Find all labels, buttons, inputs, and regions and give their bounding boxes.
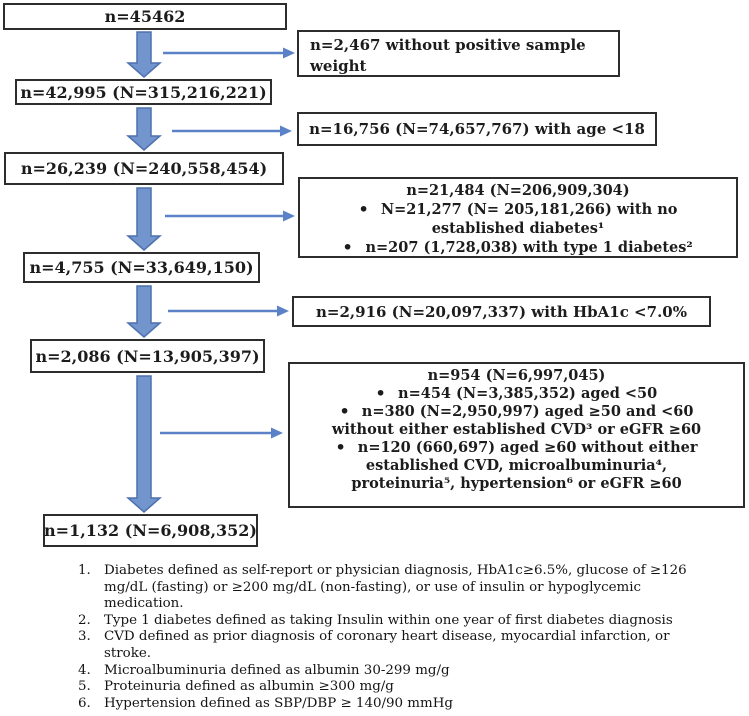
down-arrow-4 <box>126 285 162 338</box>
down-arrow-5 <box>126 375 162 513</box>
flow-box-positive-weight: n=42,995 (N=315,216,221) <box>15 79 272 105</box>
footnote-number: 2. <box>78 612 91 628</box>
exclusion-box-diabetes-status: n=21,484 (N=206,909,304) N=21,277 (N= 20… <box>298 177 738 258</box>
flow-box-diabetes: n=4,755 (N=33,649,150) <box>23 252 260 283</box>
footnote-item: 6. Hypertension defined as SBP/DBP ≥ 140… <box>78 696 688 713</box>
exclusion-header: n=954 (N=6,997,045) <box>427 367 606 384</box>
flow-box-final-sample: n=1,132 (N=6,908,352) <box>43 514 258 547</box>
exclusion-bullet: n=454 (N=3,385,352) aged <50 <box>290 385 743 403</box>
exclusion-bullet-continued: established CVD, microalbuminuria⁴, <box>365 457 668 474</box>
footnote-text: Hypertension defined as SBP/DBP ≥ 140/90… <box>104 695 453 711</box>
side-arrow-5 <box>160 427 283 439</box>
footnote-number: 1. <box>78 563 91 578</box>
footnote-number: 6. <box>78 695 91 711</box>
exclusion-bullet: N=21,277 (N= 205,181,266) with no <box>300 200 736 219</box>
footnote-text: Type 1 diabetes defined as taking Insuli… <box>104 612 673 628</box>
exclusion-bullet: n=207 (1,728,038) with type 1 diabetes² <box>300 238 736 257</box>
flow-box-label: n=42,995 (N=315,216,221) <box>20 82 267 102</box>
side-arrow-3 <box>165 210 295 222</box>
down-arrow-1 <box>126 31 162 78</box>
flow-box-label: n=26,239 (N=240,558,454) <box>20 159 268 178</box>
footnote-item: 4. Microalbuminuria defined as albumin 3… <box>78 663 688 680</box>
exclusion-box-low-risk: n=954 (N=6,997,045) n=454 (N=3,385,352) … <box>288 362 745 508</box>
flow-box-adults: n=26,239 (N=240,558,454) <box>4 152 284 185</box>
side-arrow-1 <box>163 47 295 59</box>
footnotes-list: 1. Diabetes defined as self-report or ph… <box>78 563 688 712</box>
footnote-item: 2. Type 1 diabetes defined as taking Ins… <box>78 613 688 630</box>
flow-box-label: n=4,755 (N=33,649,150) <box>29 258 254 277</box>
down-arrow-2 <box>126 107 162 151</box>
exclusion-bullet-continued: established diabetes¹ <box>431 220 605 237</box>
footnote-number: 4. <box>78 662 91 678</box>
flow-box-label: n=45462 <box>104 7 186 26</box>
flow-box-label: n=2,086 (N=13,905,397) <box>35 346 260 366</box>
flow-box-label: n=1,132 (N=6,908,352) <box>44 521 257 540</box>
down-arrow-3 <box>126 187 162 251</box>
footnote-item: 1. Diabetes defined as self-report or ph… <box>78 563 688 613</box>
footnote-text: CVD defined as prior diagnosis of corona… <box>104 629 670 661</box>
exclusion-box-hba1c: n=2,916 (N=20,097,337) with HbA1c <7.0% <box>292 296 711 327</box>
exclusion-text: n=2,467 without positive sample weight <box>310 36 586 75</box>
flow-box-hba1c: n=2,086 (N=13,905,397) <box>30 339 265 373</box>
footnote-item: 3. CVD defined as prior diagnosis of cor… <box>78 629 688 662</box>
footnote-number: 5. <box>78 679 91 695</box>
exclusion-bullet-continued: without either established CVD³ or eGFR … <box>331 421 702 438</box>
exclusion-text: n=2,916 (N=20,097,337) with HbA1c <7.0% <box>316 302 687 321</box>
footnote-text: Microalbuminuria defined as albumin 30-2… <box>104 662 450 678</box>
footnote-number: 3. <box>78 629 91 645</box>
side-arrow-2 <box>172 125 292 137</box>
exclusion-bullet: n=120 (660,697) aged ≥60 without either <box>290 439 743 457</box>
footnote-text: Proteinuria defined as albumin ≥300 mg/g <box>104 679 394 695</box>
exclusion-header: n=21,484 (N=206,909,304) <box>406 182 630 199</box>
exclusion-box-no-sample-weight: n=2,467 without positive sample weight <box>297 30 620 77</box>
footnote-item: 5. Proteinuria defined as albumin ≥300 m… <box>78 679 688 696</box>
exclusion-text: n=16,756 (N=74,657,767) with age <18 <box>309 120 645 138</box>
flow-box-total-sample: n=45462 <box>3 3 287 30</box>
side-arrow-4 <box>168 305 289 317</box>
footnote-text: Diabetes defined as self-report or physi… <box>104 563 687 612</box>
exclusion-bullet: n=380 (N=2,950,997) aged ≥50 and <60 <box>290 403 743 421</box>
exclusion-box-age: n=16,756 (N=74,657,767) with age <18 <box>297 112 657 146</box>
exclusion-bullet-continued: proteinuria⁵, hypertension⁶ or eGFR ≥60 <box>351 475 682 492</box>
